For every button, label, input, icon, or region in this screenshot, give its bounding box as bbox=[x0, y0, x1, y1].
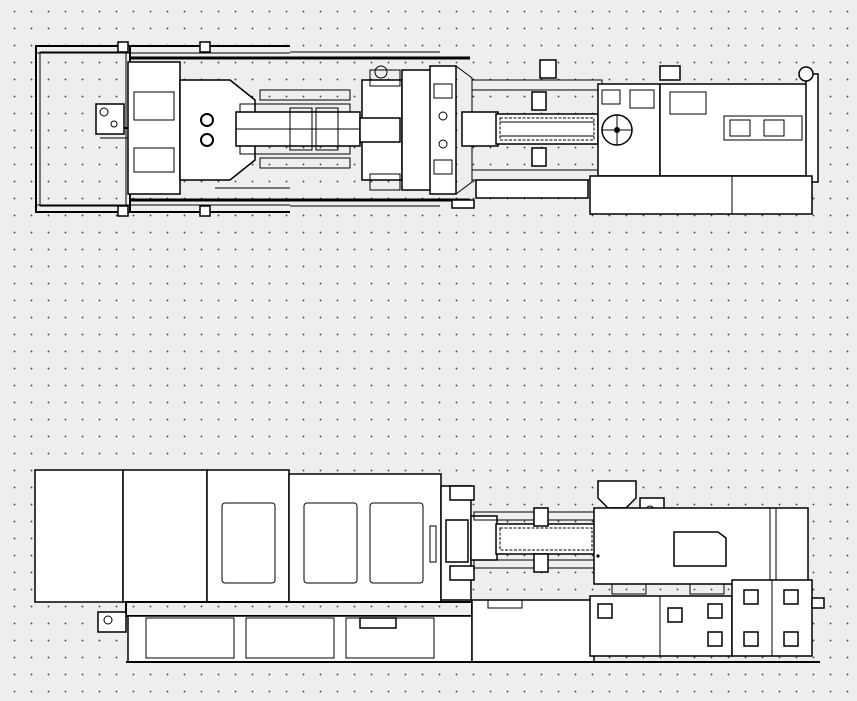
injection-drive bbox=[659, 66, 819, 183]
base-cabinet-top bbox=[589, 175, 813, 215]
barrel-screw bbox=[495, 113, 599, 145]
nozzle-zone bbox=[440, 485, 498, 601]
top-view bbox=[35, 41, 819, 217]
hopper-top bbox=[539, 59, 681, 177]
electrical-cabinets bbox=[589, 579, 825, 657]
injection-carriage bbox=[451, 79, 603, 209]
rear-frame bbox=[35, 41, 290, 217]
safety-guards bbox=[34, 469, 442, 603]
fixed-platen bbox=[401, 65, 473, 195]
moving-platen bbox=[359, 65, 403, 191]
rear-platen bbox=[95, 61, 181, 195]
injection-housing bbox=[593, 507, 809, 585]
machine-base bbox=[97, 599, 820, 663]
side-view bbox=[34, 469, 825, 663]
toggle-mechanism bbox=[179, 79, 361, 189]
